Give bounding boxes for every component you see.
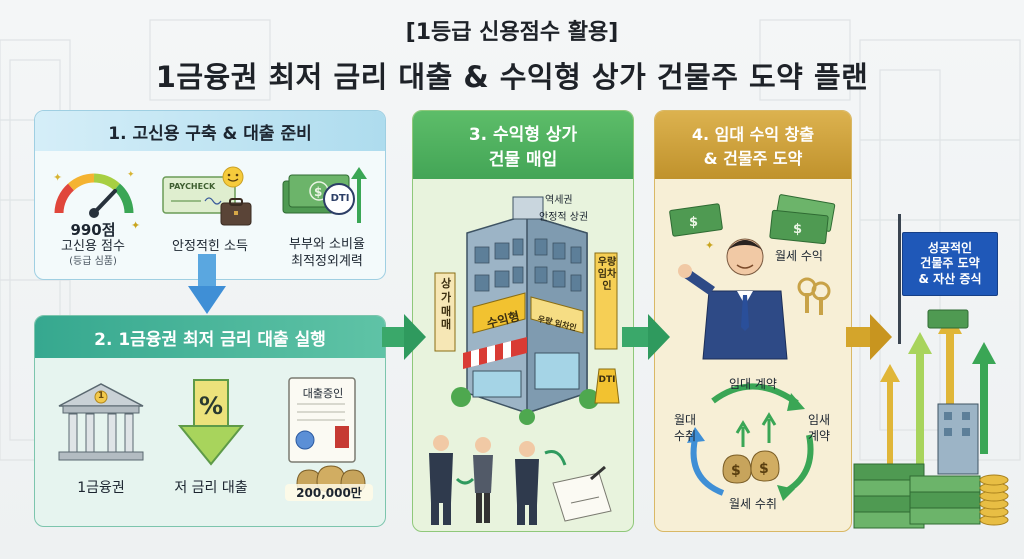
svg-text:$: $ — [759, 461, 769, 477]
bank-label: 1금융권 — [77, 480, 125, 496]
cycle-right-line1: 임새 — [807, 413, 831, 427]
arrow-down-step1-to-step2 — [188, 254, 226, 314]
svg-text:✦: ✦ — [705, 239, 714, 252]
step4-panel: 4. 임대 수익 창출 & 건물주 도약 $ $ 월세 수익 ✦ — [654, 110, 852, 532]
couple-plan-label: 최적정외계력 — [291, 254, 363, 269]
page-supertitle: [1등급 신용점수 활용] — [405, 20, 619, 45]
success-wealth-illustration — [853, 214, 1009, 529]
step1-panel: 1. 고신용 구축 & 대출 준비 ✦ ✦ 990점 ✦ 고신용 점수 (등급 … — [34, 110, 386, 280]
sparkle-icon: ✦ — [131, 219, 141, 232]
loan-document-title: 대출증인 — [302, 387, 344, 400]
svg-text:$: $ — [793, 222, 802, 237]
low-rate-label: 저 금리 대출 — [174, 480, 248, 496]
step3-header-line1: 3. 수익형 상가 — [468, 125, 578, 145]
cycle-right-line2: 계약 — [807, 428, 831, 443]
businessman-illustration: ✦ — [678, 238, 831, 360]
arrow-right-step2-to-step3 — [382, 314, 426, 360]
cycle-monthly-rent-collect: 월세 수취 — [729, 497, 777, 511]
step2-header: 2. 1금융권 최저 금리 대출 실행 — [35, 316, 385, 358]
success-flag-line2: 건물주 도약 — [920, 256, 980, 271]
page-title: 1금융권 최저 금리 대출 & 수익형 상가 건물주 도약 플랜 — [155, 60, 869, 94]
sign-commercial-sale: 상가매매 — [440, 277, 452, 332]
arrow-right-step3-to-step4 — [622, 314, 670, 360]
commercial-building-illustration — [434, 196, 620, 425]
step3-header-line2: 건물 매입 — [488, 150, 558, 170]
step4-header: 4. 임대 수익 창출 & 건물주 도약 — [655, 111, 851, 179]
callout-station-area: 역세권 — [545, 195, 573, 206]
paycheck-text: PAYCHECK — [169, 182, 216, 191]
cycle-right-label: 임새 계약 — [799, 413, 839, 444]
step2-panel: 2. 1금융권 최저 금리 대출 실행 1 1금융권 % 저 금리 대출 대출증… — [34, 315, 386, 527]
money-dti-icon: $ — [282, 167, 367, 223]
income-label: 안정적힌 소득 — [172, 239, 248, 254]
paycheck-briefcase-icon — [162, 166, 252, 226]
bank-building-icon — [58, 383, 144, 461]
floating-money-icon: $ $ — [669, 194, 836, 245]
success-flag: 성공적인 건물주 도약 & 자산 증식 — [902, 232, 998, 296]
svg-text:✦: ✦ — [53, 171, 62, 184]
arrow-right-step4-to-final — [846, 314, 892, 360]
sign-stand-dti: DTI — [598, 375, 616, 385]
sign-prime-tenant: 우량임차인 — [597, 257, 617, 292]
step3-header: 3. 수익형 상가 건물 매입 — [413, 111, 633, 179]
bank-number-text: 1 — [97, 391, 105, 401]
callout-stable-district: 안정적 상권 — [539, 212, 589, 223]
couple-ratio-label: 부부와 소비율 — [289, 237, 365, 252]
credit-score-note: (등급 심품) — [69, 256, 117, 267]
credit-score-label: 고신용 점수 — [61, 239, 125, 254]
credit-score-value: 990점 — [70, 221, 116, 239]
credit-gauge-icon: ✦ ✦ — [53, 170, 135, 218]
success-flag-line1: 성공적인 — [927, 240, 973, 255]
low-rate-arrow-icon — [177, 379, 245, 466]
success-flag-line3: & 자산 증식 — [918, 271, 982, 286]
percent-symbol: % — [198, 392, 224, 420]
cycle-left-line2: 수취 — [673, 428, 697, 443]
step4-header-line1: 4. 임대 수익 창출 — [691, 125, 815, 144]
cycle-left-line1: 월대 — [673, 413, 697, 427]
monthly-rent-income-label: 월세 수익 — [775, 249, 823, 263]
svg-text:✦: ✦ — [127, 170, 135, 180]
step4-header-line2: & 건물주 도약 — [703, 149, 803, 168]
cycle-lease-contract: 임대 계약 — [729, 377, 777, 391]
svg-text:$: $ — [731, 463, 741, 479]
cycle-left-label: 월대 수취 — [665, 413, 705, 444]
step1-header: 1. 고신용 구축 & 대출 준비 — [35, 111, 385, 151]
dti-badge-text: DTI — [330, 193, 350, 204]
contract-signing-illustration — [429, 435, 612, 525]
loan-amount: 200,000만 — [285, 484, 373, 501]
svg-text:$: $ — [689, 215, 698, 230]
svg-text:$: $ — [314, 185, 322, 199]
step3-panel: 3. 수익형 상가 건물 매입 역세권 안정적 상권 — [412, 110, 634, 532]
rent-cycle-diagram: $ $ — [687, 383, 814, 501]
